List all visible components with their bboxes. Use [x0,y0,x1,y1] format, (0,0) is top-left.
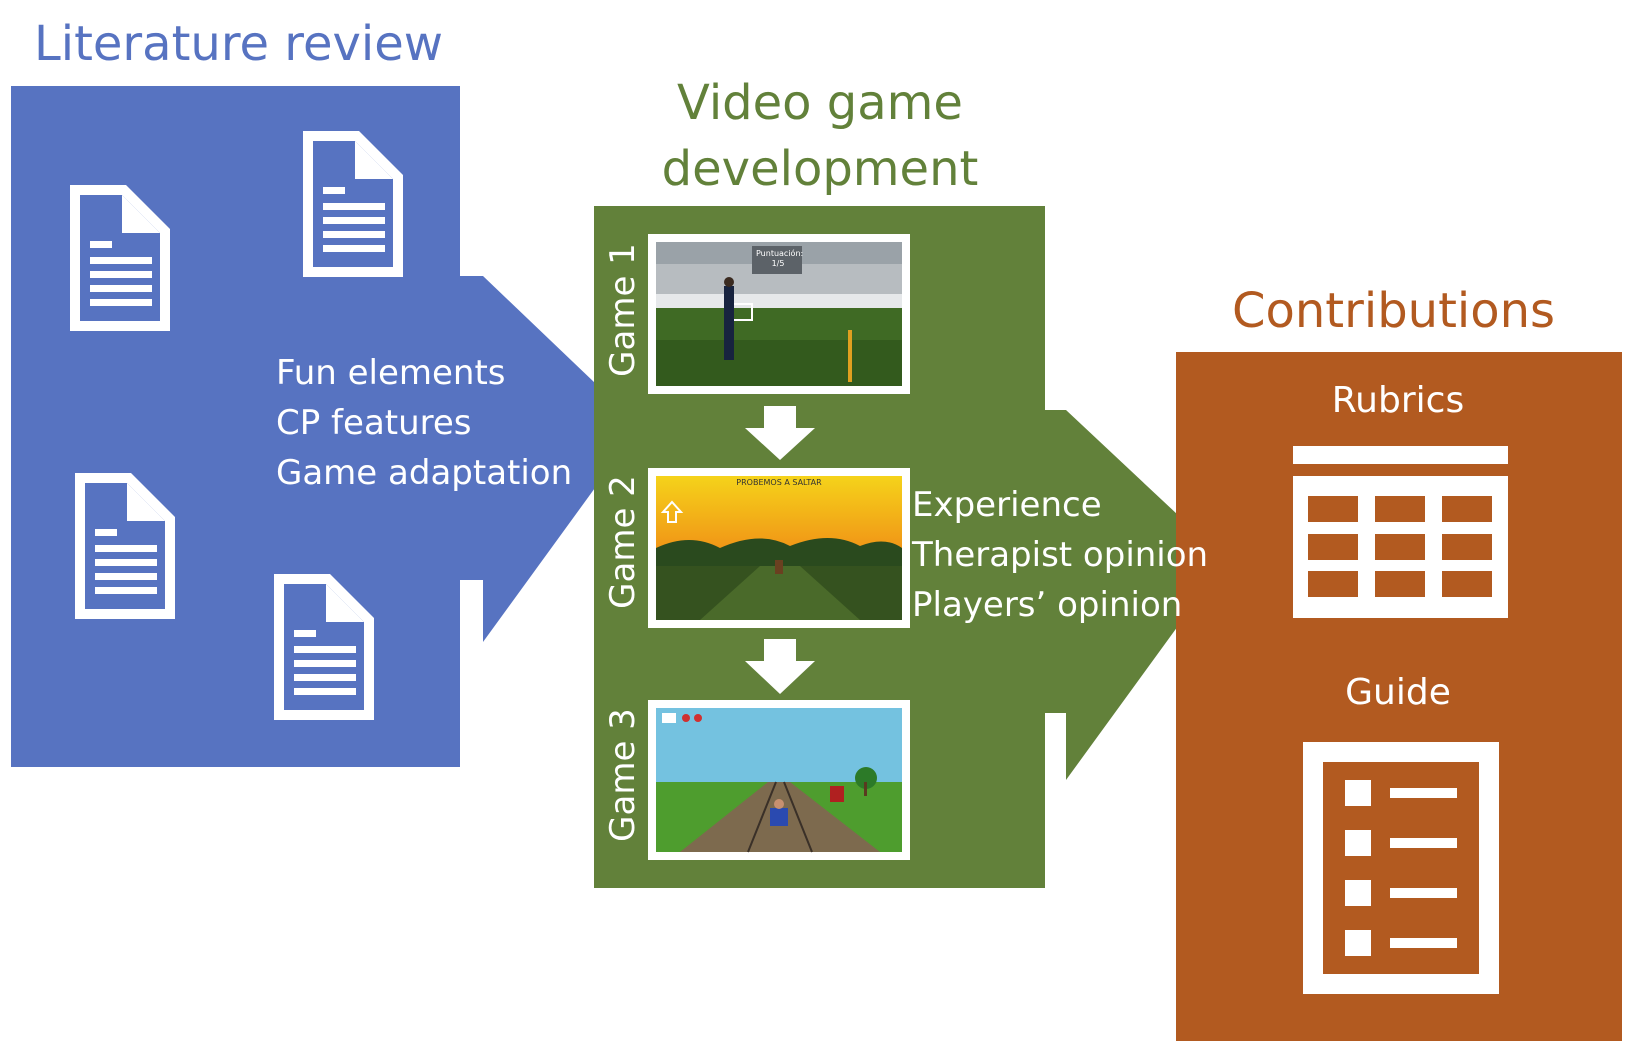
literature-item: Game adaptation [276,453,573,493]
down-arrow-icon [745,639,815,694]
video-game-item: Experience [912,485,1102,525]
game-2-screenshot [648,468,910,628]
game-1-hud-score: 1/5 [771,259,785,268]
rubrics-label: Rubrics [1331,380,1465,421]
down-arrow-icon [745,406,815,460]
video-game-title-line1: Video game [677,75,963,131]
game-1-hud: Puntuación: 1/5 [756,249,804,269]
game-2-label: Game 2 [603,475,643,609]
literature-item: Fun elements [276,353,506,393]
checklist-icon [1303,742,1499,994]
literature-item: CP features [276,403,472,443]
video-game-development-title: Video game development [620,70,1020,202]
literature-review-title: Literature review [34,16,444,72]
video-game-item: Players’ opinion [912,585,1183,625]
guide-label: Guide [1345,672,1451,713]
game-1-screenshot [648,234,910,394]
game-3-screenshot [648,700,910,860]
contributions-title: Contributions [1232,283,1556,339]
literature-review-items: Fun elements CP features Game adaptation [276,348,572,498]
game-2-hud: PROBEMOS A SALTAR [736,478,822,487]
game-1-label: Game 1 [603,243,643,377]
video-game-item: Therapist opinion [912,535,1209,575]
video-game-items: Experience Therapist opinion Players’ op… [912,480,1208,630]
game-3-label: Game 3 [603,708,643,842]
video-game-title-line2: development [661,141,979,197]
game-1-hud-label: Puntuación: [756,249,804,258]
table-icon [1293,446,1508,618]
